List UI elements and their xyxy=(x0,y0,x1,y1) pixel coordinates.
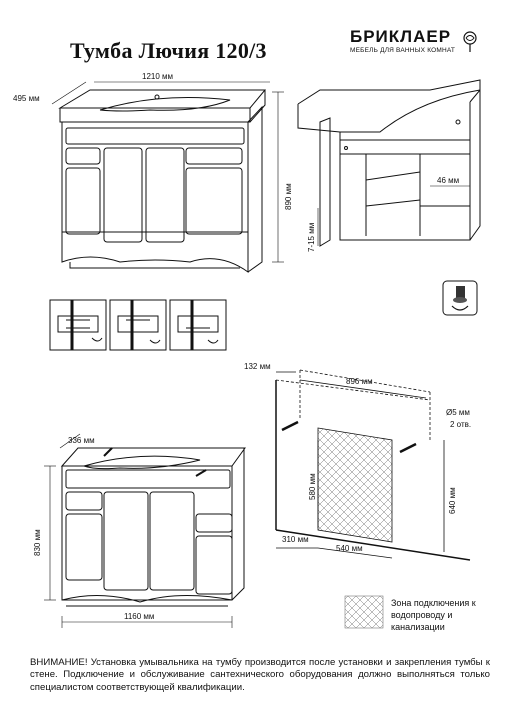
brand-logo-icon xyxy=(463,31,477,52)
dim-width-bottom: 1160 мм xyxy=(124,612,155,621)
dim-zone-height: 580 мм xyxy=(308,473,317,500)
dim-hole-distance: 896 мм xyxy=(346,377,373,386)
dim-height-bottom: 830 мм xyxy=(33,529,42,556)
legend-label: Зона подключения к водопроводу и канализ… xyxy=(391,598,476,632)
vanity-install-view xyxy=(60,447,246,607)
dim-hole-count: 2 отв. xyxy=(450,420,472,429)
connection-zone-swatch xyxy=(344,595,384,629)
page-title: Тумба Лючия 120/3 xyxy=(70,38,267,63)
dim-hole-height: 640 мм xyxy=(448,487,457,514)
dim-top-offset: 132 мм xyxy=(244,362,271,371)
dim-offset: 7-15 мм xyxy=(307,222,316,252)
brand-tagline: МЕБЕЛЬ ДЛЯ ВАННЫХ КОМНАТ xyxy=(350,47,456,54)
hinge-adjustment-icons xyxy=(49,299,227,351)
dim-hole-spec: Ø5 мм xyxy=(446,408,470,417)
brand-name: БРИКЛАЕР xyxy=(350,27,452,46)
leg-adjust-icon xyxy=(442,280,478,316)
vanity-front-view xyxy=(58,89,267,273)
vanity-frame-view xyxy=(297,79,481,247)
dim-depth-top: 495 мм xyxy=(13,94,40,103)
dim-width-top: 1210 мм xyxy=(142,72,174,81)
dim-zone-width: 540 мм xyxy=(336,544,363,553)
dim-gap: 46 мм xyxy=(437,176,460,185)
wall-mount-view xyxy=(275,369,471,561)
dim-left-offset: 310 мм xyxy=(282,535,309,544)
dim-depth-bottom: 336 мм xyxy=(68,436,95,445)
warning-text: ВНИМАНИЕ! Установка умывальника на тумбу… xyxy=(30,657,490,693)
dim-height-top: 890 мм xyxy=(284,183,293,210)
